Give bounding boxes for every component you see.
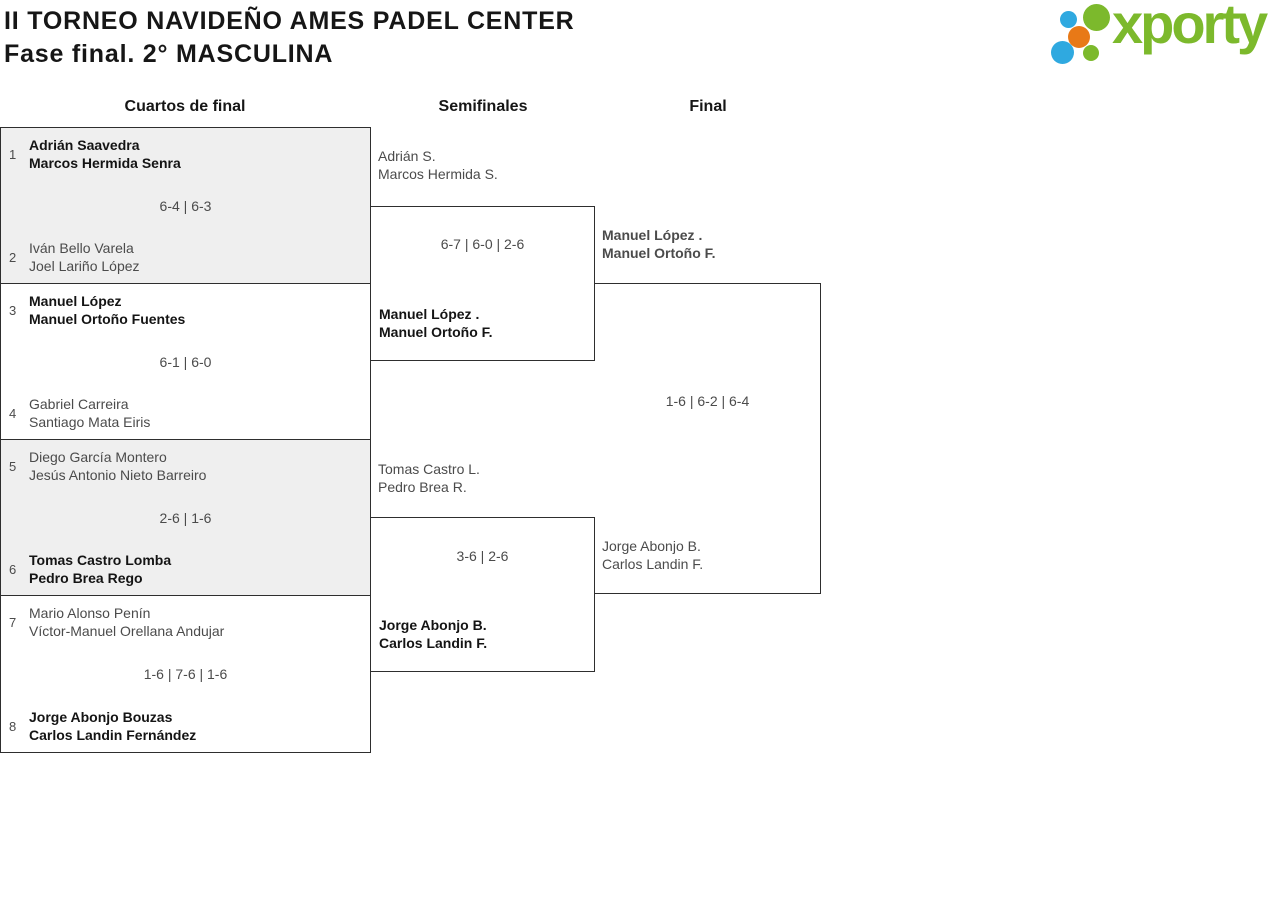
team-row: 6 Tomas Castro Lomba Pedro Brea Rego <box>1 551 370 587</box>
match-quarterfinal-2: 3 Manuel López Manuel Ortoño Fuentes 6-1… <box>1 284 370 440</box>
semifinal-2-team1: Tomas Castro L. Pedro Brea R. <box>378 460 480 496</box>
team-names: Gabriel Carreira Santiago Mata Eiris <box>29 395 150 431</box>
logo-wordmark: xporty <box>1112 0 1268 55</box>
team-names: Adrián Saavedra Marcos Hermida Senra <box>29 136 181 172</box>
player-name: Tomas Castro L. <box>378 461 480 477</box>
logo-dot-blue-small-icon <box>1060 11 1077 28</box>
player-name: Carlos Landin F. <box>602 556 704 572</box>
player-name: Tomas Castro Lomba <box>29 552 172 568</box>
match-quarterfinal-3: 5 Diego García Montero Jesús Antonio Nie… <box>1 440 370 596</box>
player-name: Jorge Abonjo B. <box>602 538 701 554</box>
match-score: 3-6 | 2-6 <box>456 548 509 564</box>
logo-dot-blue-big-icon <box>1051 41 1074 64</box>
player-name: Gabriel Carreira <box>29 396 129 412</box>
player-name: Víctor-Manuel Orellana Andujar <box>29 623 225 639</box>
match-score: 2-6 | 1-6 <box>159 509 212 526</box>
match-semifinal-1: 6-7 | 6-0 | 2-6 Manuel López . Manuel Or… <box>370 206 595 361</box>
final-team2: Jorge Abonjo B. Carlos Landin F. <box>602 537 703 573</box>
team-names: Iván Bello Varela Joel Lariño López <box>29 239 140 275</box>
player-name: Diego García Montero <box>29 449 167 465</box>
player-name: Adrián S. <box>378 148 436 164</box>
tournament-title: II TORNEO NAVIDEÑO AMES PADEL CENTER <box>4 7 575 35</box>
player-name: Pedro Brea R. <box>378 479 467 495</box>
player-name: Adrián Saavedra <box>29 137 140 153</box>
xporty-logo[interactable]: xporty <box>1048 0 1278 78</box>
player-name: Manuel Ortoño Fuentes <box>29 311 186 327</box>
logo-dot-green-small-icon <box>1083 45 1099 61</box>
match-semifinal-2: 3-6 | 2-6 Jorge Abonjo B. Carlos Landin … <box>370 517 595 672</box>
player-name: Carlos Landin F. <box>379 635 488 651</box>
seed-number: 2 <box>9 249 17 265</box>
player-name: Manuel López . <box>379 306 480 322</box>
player-name: Manuel López . <box>602 227 703 243</box>
player-name: Manuel López <box>29 293 122 309</box>
match-score: 1-6 | 7-6 | 1-6 <box>143 666 228 682</box>
round-header-final: Final <box>689 98 727 115</box>
match-quarterfinal-4: 7 Mario Alonso Penín Víctor-Manuel Orell… <box>1 596 370 752</box>
player-name: Jesús Antonio Nieto Barreiro <box>29 467 207 483</box>
match-score: 6-4 | 6-3 <box>159 197 212 214</box>
team-row: 5 Diego García Montero Jesús Antonio Nie… <box>1 448 370 484</box>
seed-number: 8 <box>9 718 17 734</box>
team-row: 2 Iván Bello Varela Joel Lariño López <box>1 239 370 275</box>
team-row: 4 Gabriel Carreira Santiago Mata Eiris <box>1 395 370 431</box>
page-title: II TORNEO NAVIDEÑO AMES PADEL CENTER Fas… <box>4 5 575 71</box>
player-name: Manuel Ortoño F. <box>602 245 716 261</box>
seed-number: 5 <box>9 458 17 474</box>
player-name: Manuel Ortoño F. <box>379 324 493 340</box>
round-header-quarterfinals: Cuartos de final <box>124 98 246 115</box>
team-row: 1 Adrián Saavedra Marcos Hermida Senra <box>1 136 370 172</box>
player-name: Mario Alonso Penín <box>29 605 151 621</box>
player-name: Joel Lariño López <box>29 258 140 274</box>
seed-number: 1 <box>9 146 17 162</box>
seed-number: 6 <box>9 561 17 577</box>
team-names: Manuel López Manuel Ortoño Fuentes <box>29 292 185 328</box>
team-names: Tomas Castro Lomba Pedro Brea Rego <box>29 551 171 587</box>
seed-number: 3 <box>9 302 17 318</box>
player-name: Marcos Hermida S. <box>378 166 498 182</box>
match-score: 6-7 | 6-0 | 2-6 <box>440 236 525 252</box>
match-quarterfinal-1: 1 Adrián Saavedra Marcos Hermida Senra 6… <box>1 128 370 284</box>
match-final: 1-6 | 6-2 | 6-4 <box>595 283 821 594</box>
semifinal-2-team2: Jorge Abonjo B. Carlos Landin F. <box>379 616 487 652</box>
team-names: Jorge Abonjo Bouzas Carlos Landin Fernán… <box>29 708 196 744</box>
team-row: 7 Mario Alonso Penín Víctor-Manuel Orell… <box>1 604 370 640</box>
player-name: Santiago Mata Eiris <box>29 414 151 430</box>
logo-dot-orange-icon <box>1068 26 1090 48</box>
team-row: 3 Manuel López Manuel Ortoño Fuentes <box>1 292 370 328</box>
player-name: Carlos Landin Fernández <box>29 727 197 743</box>
round-header-semifinals: Semifinales <box>438 98 528 115</box>
player-name: Iván Bello Varela <box>29 240 134 256</box>
phase-subtitle: Fase final. 2° MASCULINA <box>4 40 334 68</box>
match-score: 1-6 | 6-2 | 6-4 <box>665 393 750 409</box>
player-name: Pedro Brea Rego <box>29 570 143 586</box>
player-name: Marcos Hermida Senra <box>29 155 181 171</box>
player-name: Jorge Abonjo Bouzas <box>29 709 173 725</box>
quarterfinals-column: 1 Adrián Saavedra Marcos Hermida Senra 6… <box>0 127 371 753</box>
final-team1: Manuel López . Manuel Ortoño F. <box>602 226 716 262</box>
logo-dot-green-big-icon <box>1083 4 1110 31</box>
semifinal-1-team2: Manuel López . Manuel Ortoño F. <box>379 305 493 341</box>
team-row: 8 Jorge Abonjo Bouzas Carlos Landin Fern… <box>1 708 370 744</box>
player-name: Jorge Abonjo B. <box>379 617 487 633</box>
seed-number: 7 <box>9 614 17 630</box>
seed-number: 4 <box>9 405 17 421</box>
team-names: Mario Alonso Penín Víctor-Manuel Orellan… <box>29 604 224 640</box>
match-score: 6-1 | 6-0 <box>159 353 212 370</box>
semifinal-1-team1: Adrián S. Marcos Hermida S. <box>378 147 498 183</box>
team-names: Diego García Montero Jesús Antonio Nieto… <box>29 448 206 484</box>
